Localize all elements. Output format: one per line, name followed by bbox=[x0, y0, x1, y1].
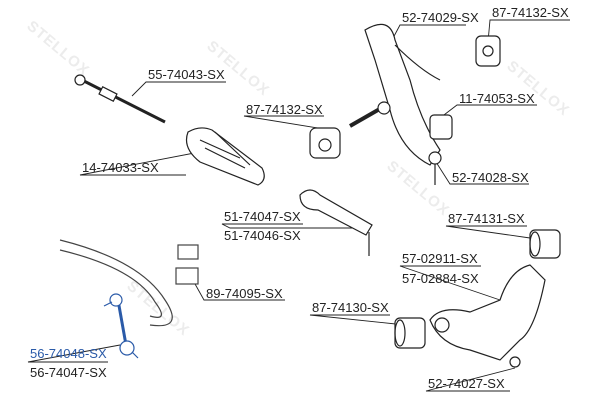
part-label-87-74132-sx[interactable]: 87-74132-SX bbox=[246, 102, 323, 117]
stabilizer-link-part bbox=[103, 293, 139, 359]
part-label-51-74046-sx[interactable]: 51-74046-SX bbox=[224, 228, 301, 243]
ball-joint-boot-part bbox=[429, 114, 453, 140]
part-label-55-74043-sx[interactable]: 55-74043-SX bbox=[148, 67, 225, 82]
part-label-89-74095-sx[interactable]: 89-74095-SX bbox=[206, 286, 283, 301]
tie-rod-end-part bbox=[74, 74, 166, 124]
part-label-51-74047-sx[interactable]: 51-74047-SX bbox=[224, 209, 301, 224]
part-label-52-74029-sx[interactable]: 52-74029-SX bbox=[402, 10, 479, 25]
bushing-part bbox=[394, 317, 426, 349]
bushing-part bbox=[475, 35, 501, 67]
idler-arm-part bbox=[299, 189, 373, 256]
part-label-57-02884-sx[interactable]: 57-02884-SX bbox=[402, 271, 479, 286]
part-label-56-74048-sx-selected[interactable]: 56-74048-SX bbox=[30, 346, 107, 361]
bushing-part bbox=[529, 229, 561, 259]
part-label-87-74131-sx[interactable]: 87-74131-SX bbox=[448, 211, 525, 226]
stabilizer-bar-part bbox=[59, 239, 199, 327]
part-label-57-02911-sx[interactable]: 57-02911-SX bbox=[402, 251, 478, 266]
lower-control-arm-part bbox=[429, 264, 546, 368]
upper-control-arm-part bbox=[349, 23, 442, 185]
bushing-part bbox=[309, 127, 341, 159]
part-label-14-74033-sx[interactable]: 14-74033-SX bbox=[82, 160, 159, 175]
steering-boot-part bbox=[185, 127, 265, 186]
part-label-52-74027-sx[interactable]: 52-74027-SX bbox=[428, 376, 505, 391]
part-label-56-74047-sx[interactable]: 56-74047-SX bbox=[30, 365, 107, 380]
part-label-11-74053-sx[interactable]: 11-74053-SX bbox=[459, 91, 535, 106]
part-label-87-74130-sx[interactable]: 87-74130-SX bbox=[312, 300, 389, 315]
leader-lines bbox=[27, 19, 570, 392]
part-label-87-74132-sx[interactable]: 87-74132-SX bbox=[492, 5, 569, 20]
part-label-52-74028-sx[interactable]: 52-74028-SX bbox=[452, 170, 529, 185]
